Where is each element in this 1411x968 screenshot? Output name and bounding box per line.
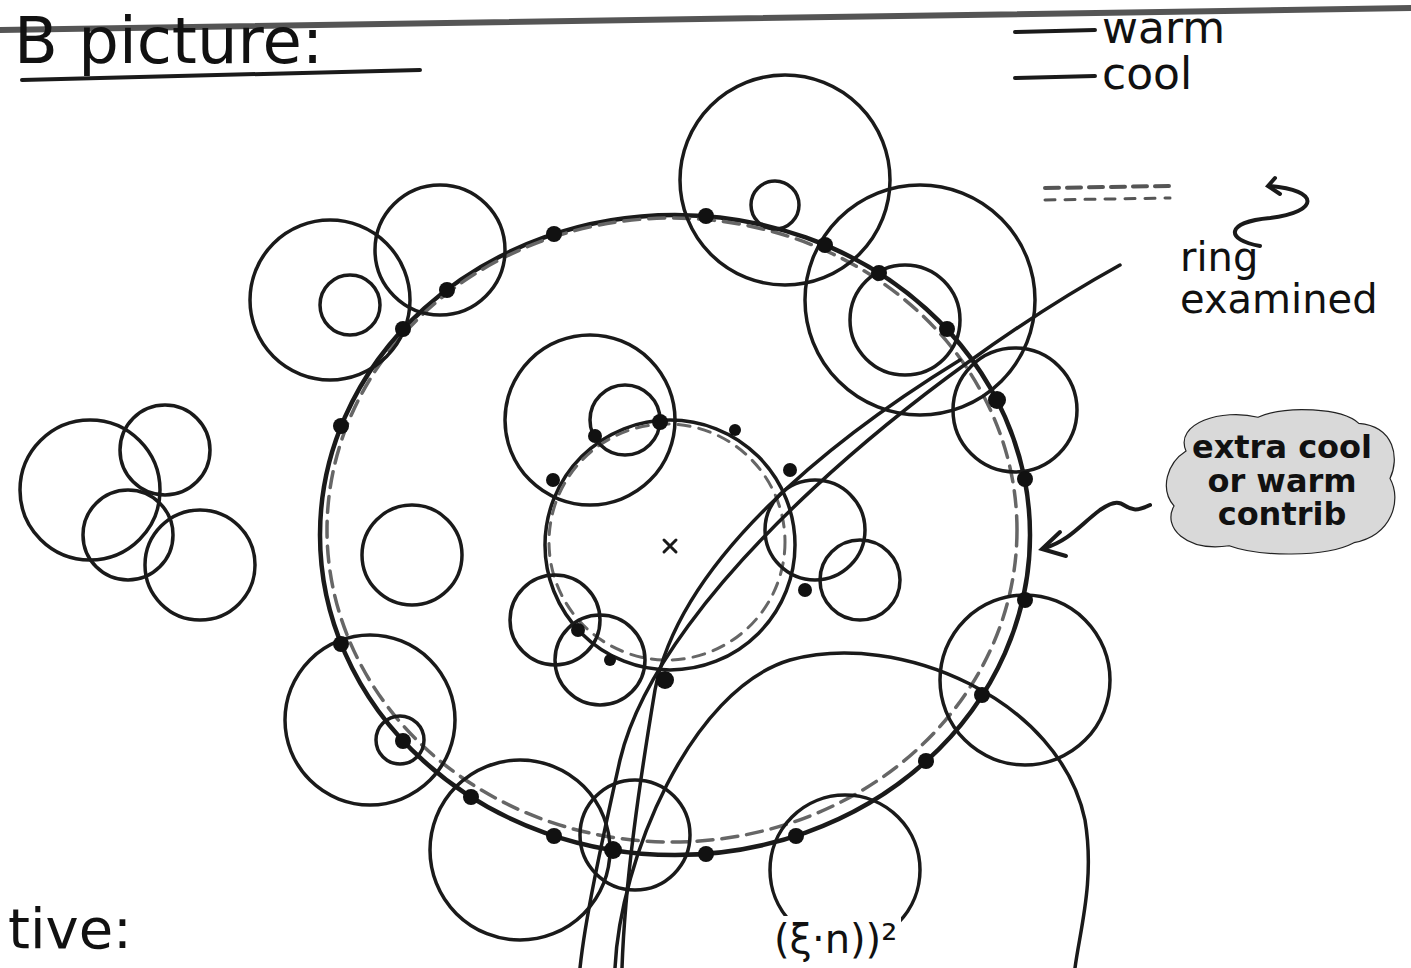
legend-cool-line [1015,76,1095,78]
ring-dashed [327,218,1017,842]
legend-arrowhead [1268,178,1280,194]
callout-body: extra cool or warm contrib [1162,405,1402,558]
callout-cloud: extra cool or warm contrib [1162,405,1402,558]
ring-dots [333,208,1033,862]
legend-dash-line [1045,198,1170,200]
legend-text: warm [1102,2,1225,53]
legend-dash-line [1045,186,1170,188]
note-text: (ξ·n))² [770,916,901,962]
note-text: tive: [4,896,136,961]
legend-text: cool [1102,48,1192,99]
legend-warm-line [1015,30,1095,32]
callout-text: extra cool or warm contrib [1190,431,1374,532]
ring-solid [320,215,1030,855]
legend-text: ring examined [1180,236,1400,320]
sketch-title: B picture: [14,4,323,78]
